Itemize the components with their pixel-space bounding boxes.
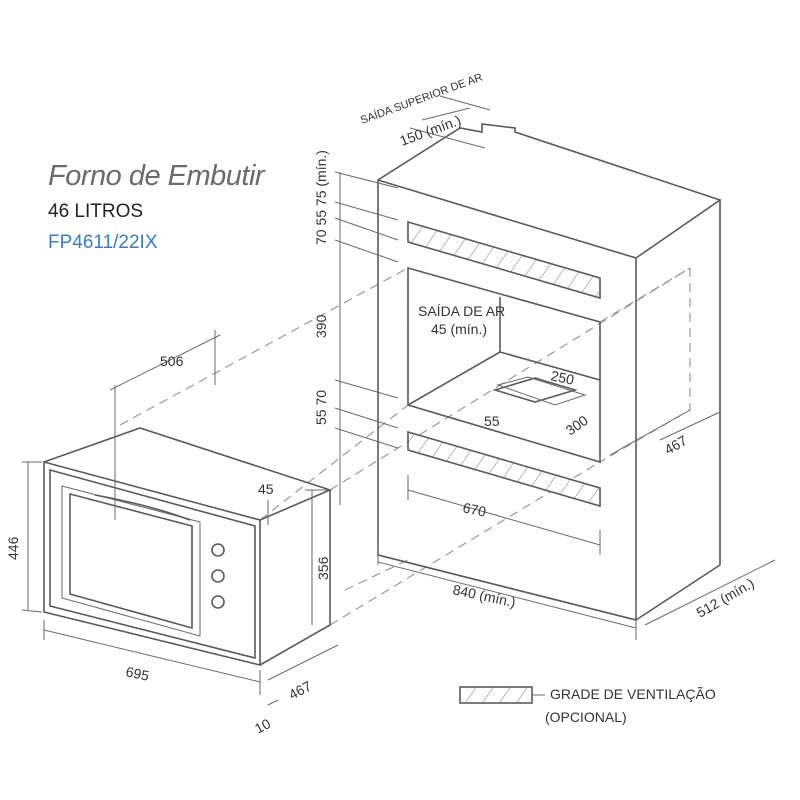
dim-opening-depth: 467	[662, 432, 690, 458]
ventilation-grille-swatch	[459, 686, 533, 704]
capacity-label: 46 LITROS	[48, 201, 144, 222]
dim-oven-side-depth: 467	[286, 677, 314, 702]
oven-door-window	[61, 485, 201, 637]
dim-cabinet-width: 840 (mín.)	[451, 581, 517, 610]
dim-cutout-offset: 55	[484, 413, 500, 429]
oven-opening	[407, 266, 601, 464]
dim-oven-depth: 506	[160, 353, 184, 369]
projection-lines	[119, 266, 691, 626]
air-outlet-label: SAÍDA DE AR	[418, 303, 505, 319]
dim-vertical-top: 70 55 75 (mín.)	[313, 150, 329, 245]
legend: GRADE DE VENTILAÇÃO (OPCIONAL)	[459, 686, 716, 725]
air-outlet-value: 45 (mín.)	[431, 321, 487, 337]
dim-body-height: 356	[315, 556, 331, 580]
knob-icon	[211, 543, 225, 557]
legend-optional: (OPCIONAL)	[545, 709, 627, 725]
cutout-outline	[492, 377, 578, 403]
product-title: Forno de Embutir	[48, 160, 265, 192]
top-ventilation-grille	[407, 220, 601, 300]
cabinet-dimension-lines	[334, 95, 776, 640]
dim-cutout-depth: 300	[563, 412, 591, 439]
dim-vertical-bottom: 55 70	[313, 390, 329, 425]
dim-cabinet-depth: 512 (mín.)	[694, 575, 757, 621]
bottom-ventilation-grille	[407, 430, 601, 508]
dim-front-thickness: 10	[252, 715, 273, 737]
dim-opening-width: 670	[461, 499, 487, 520]
oven-door-handle	[94, 494, 191, 521]
cabinet	[377, 123, 722, 622]
dim-cutout-width: 250	[549, 367, 575, 388]
dim-oven-width: 695	[124, 663, 150, 684]
dim-gap: 45	[258, 481, 274, 497]
oven	[21, 330, 339, 706]
model-number: FP4611/22IX	[48, 232, 158, 253]
dim-oven-height: 446	[5, 536, 21, 560]
dim-vertical-mid: 390	[313, 314, 329, 338]
legend-label: GRADE DE VENTILAÇÃO	[550, 686, 716, 702]
knob-icon	[211, 569, 225, 583]
knob-icon	[211, 595, 225, 609]
top-air-outlet-label: SAÍDA SUPERIOR DE AR	[359, 70, 485, 126]
